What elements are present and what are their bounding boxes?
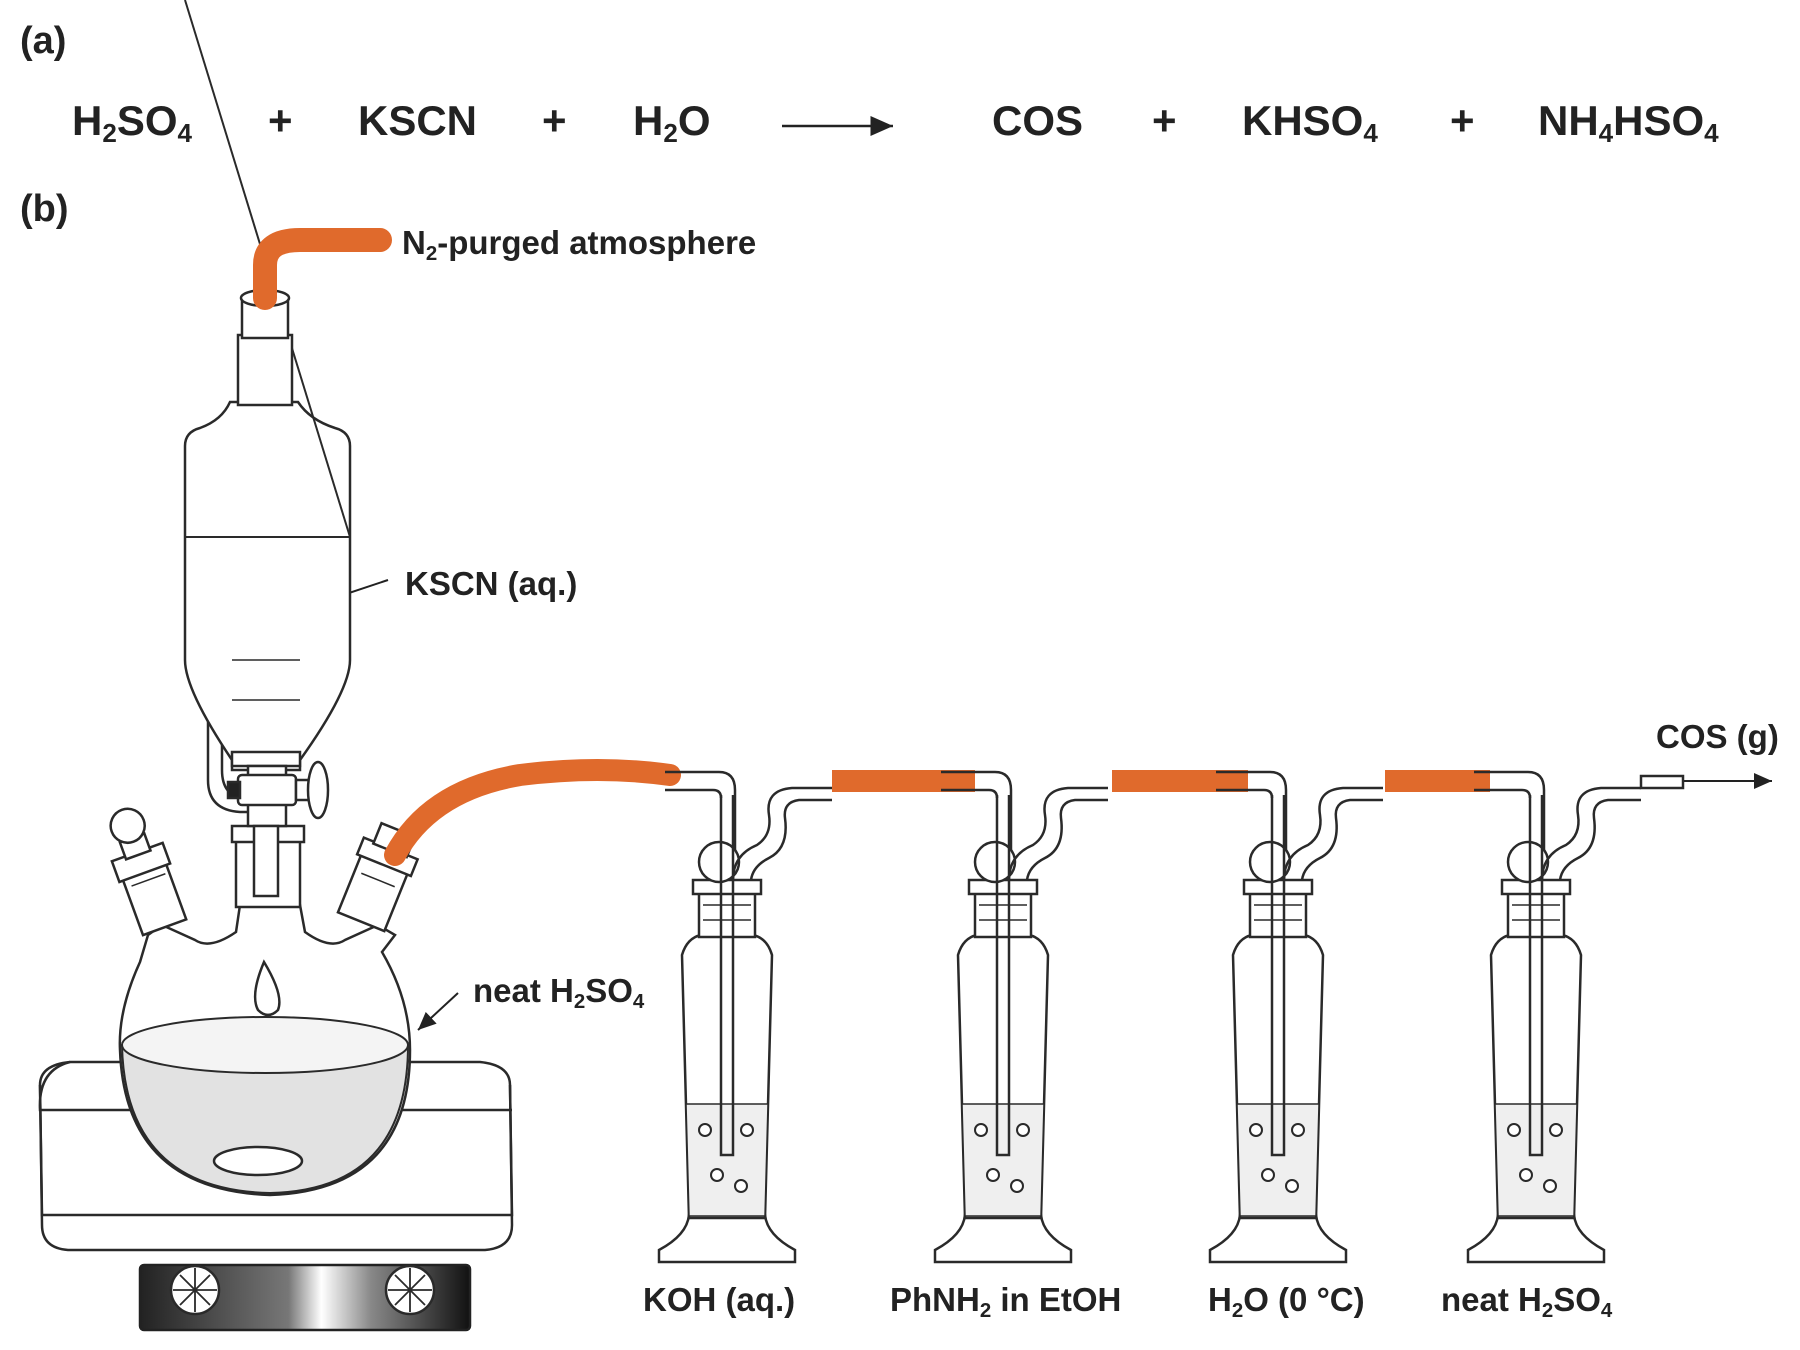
product-khso4: KHSO4	[1242, 97, 1378, 149]
pointer-arrow-icon	[417, 992, 459, 1031]
reactant-h2o: H2O	[633, 97, 711, 149]
n2-inlet-tubing	[253, 228, 392, 310]
label-neat-h2so4-flask: neat H2SO4	[473, 972, 645, 1013]
plus-sign: +	[542, 97, 567, 144]
label-trap-h2so4: neat H2SO4	[1441, 1281, 1613, 1322]
label-kscn-aq: KSCN (aq.)	[405, 565, 578, 602]
gas-washing-bottles	[657, 770, 1685, 1264]
product-nh4hso4: NH4HSO4	[1538, 97, 1719, 149]
addition-funnel-icon	[183, 0, 352, 898]
outlet-nozzle	[1639, 774, 1685, 790]
panel-label-a: (a)	[20, 20, 67, 62]
gas-washing-bottle-icon	[657, 770, 832, 1264]
reactant-kscn: KSCN	[358, 97, 478, 144]
tubing	[253, 228, 1490, 866]
label-trap-water: H2O (0 °C)	[1208, 1281, 1365, 1322]
plus-sign: +	[268, 97, 293, 144]
label-n2-atmosphere: N2-purged atmosphere	[402, 224, 757, 265]
plus-sign: +	[1450, 97, 1475, 144]
gas-washing-bottle-icon	[1466, 770, 1641, 1264]
panel-label-b: (b)	[20, 188, 69, 230]
plus-sign: +	[1152, 97, 1177, 144]
label-cos-gas: COS (g)	[1656, 718, 1779, 755]
reactant-h2so4: H2SO4	[72, 97, 192, 149]
gas-washing-bottle-icon	[933, 770, 1108, 1264]
gas-washing-bottle-icon	[1208, 770, 1383, 1264]
gas-outlet-tubing	[384, 759, 681, 866]
label-trap-phnh2: PhNH2 in EtOH	[890, 1281, 1122, 1322]
label-trap-koh: KOH (aq.)	[643, 1281, 796, 1318]
product-cos: COS	[992, 97, 1084, 144]
